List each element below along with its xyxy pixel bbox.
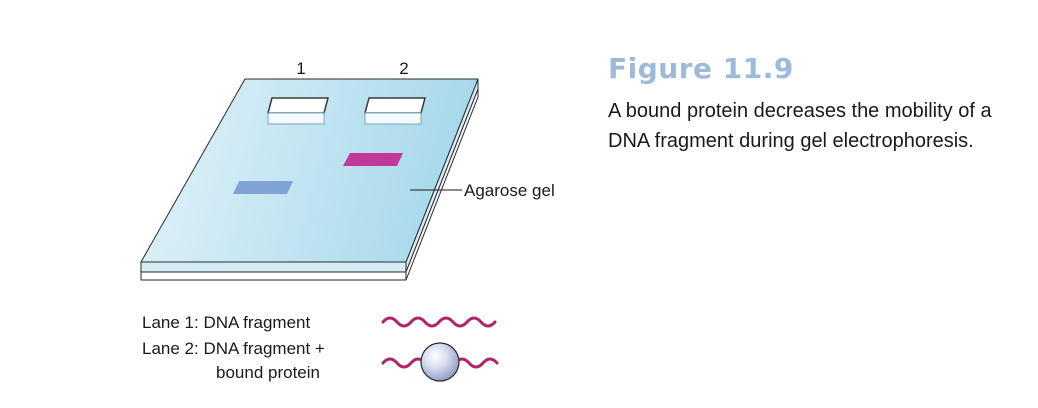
lane-number-2: 2 [399, 59, 408, 78]
agarose-gel-label: Agarose gel [464, 181, 555, 200]
bound-protein-sphere-icon [420, 342, 460, 382]
well-lane-1 [267, 97, 329, 125]
protein-bound-dna-icon [381, 342, 499, 382]
lane-number-1: 1 [296, 59, 305, 78]
legend-lane-2-line-1: Lane 2: DNA fragment + [142, 339, 325, 358]
agarose-gel-slab [140, 78, 479, 263]
band-lane-2 [343, 153, 403, 166]
band-lane-1 [233, 181, 293, 194]
legend-lane-1: Lane 1: DNA fragment [142, 313, 311, 332]
figure-caption: A bound protein decreases the mobility o… [608, 100, 992, 152]
well-lane-2 [364, 97, 426, 125]
dna-fragment-icon [381, 316, 497, 328]
figure-title: Figure 11.9 [608, 52, 794, 85]
legend-lane-2-line-2: bound protein [216, 363, 320, 382]
